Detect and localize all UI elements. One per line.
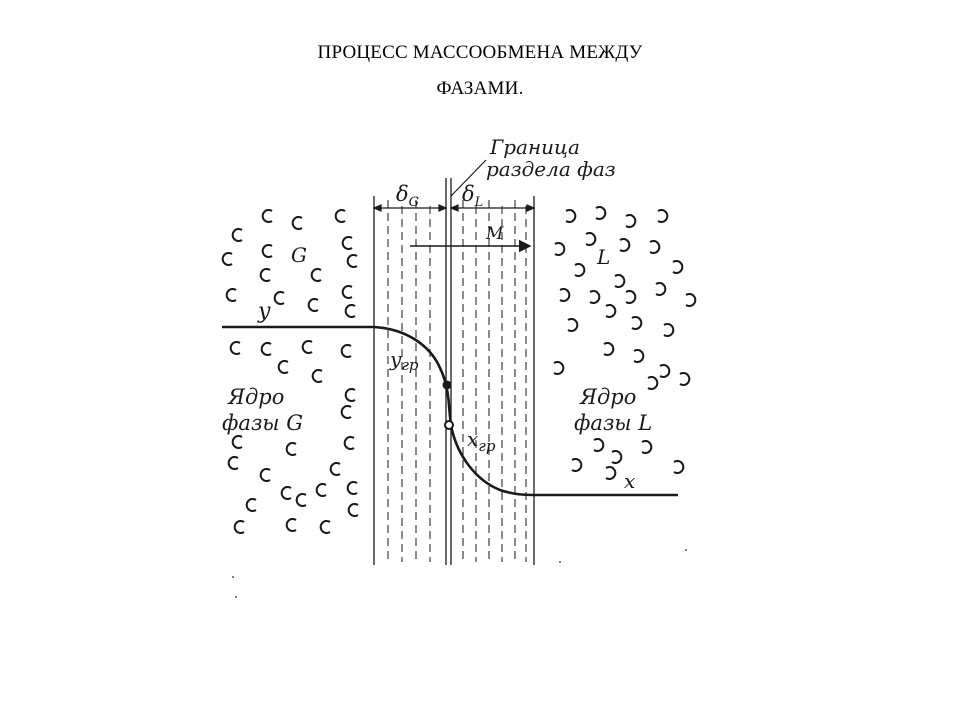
film-hatching [387, 200, 527, 562]
gas-phase-molecules [221, 209, 359, 534]
gas-film-thickness-label: δG [396, 182, 419, 210]
liquid-core-label-line-2: фазы L [574, 411, 652, 435]
liquid-interface-concentration-label: xгр [467, 427, 496, 455]
slide-title-line-1: ПРОЦЕСС МАССООБМЕНА МЕЖДУ [317, 42, 643, 63]
slide-title-line-2: ФАЗАМИ. [436, 78, 524, 99]
gas-core-label-line-2: фазы G [222, 411, 303, 435]
scan-specks [232, 549, 687, 598]
gas-interface-point [442, 380, 452, 390]
film-thickness-arrows [372, 204, 536, 212]
interface-label-line-2: раздела фаз [486, 157, 616, 181]
liquid-core-label-line-1: Ядро [579, 385, 636, 409]
interface-label-line-1: Граница [489, 135, 580, 159]
liquid-phase-molecules [553, 206, 697, 480]
gas-phase-label: G [291, 243, 307, 267]
gas-bulk-concentration-label: y [257, 299, 271, 324]
gas-interface-concentration-label: yгр [389, 347, 419, 374]
gas-core-label-line-1: Ядро [227, 385, 284, 409]
film-boundaries [373, 178, 535, 565]
liquid-phase-label: L [596, 245, 610, 269]
liquid-film-thickness-label: δL [462, 182, 483, 210]
liquid-interface-point [444, 420, 454, 430]
interface-leader-line [450, 159, 487, 197]
liquid-bulk-concentration-label: x [624, 469, 635, 493]
transfer-label: M [485, 224, 504, 244]
